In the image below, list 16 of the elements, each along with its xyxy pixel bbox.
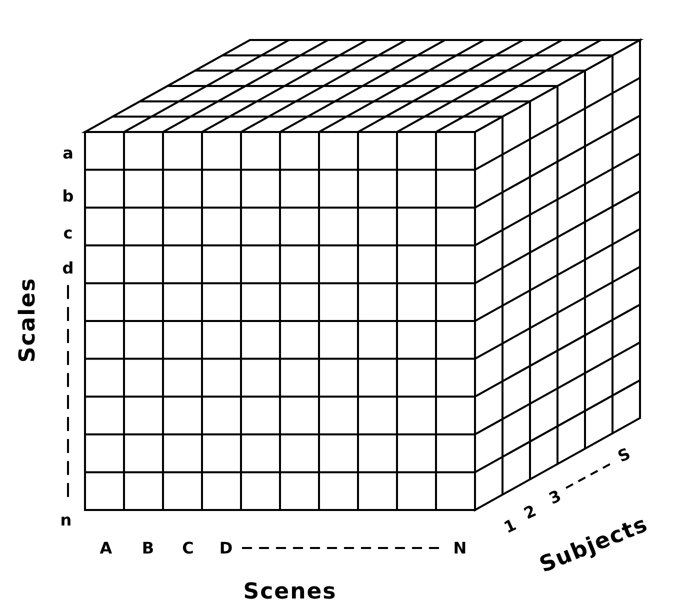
row-label: b (62, 186, 74, 206)
column-label: C (182, 538, 194, 558)
axis-title: Scales (16, 277, 40, 363)
axis-title: Scenes (243, 580, 337, 604)
depth-label: 2 (520, 501, 540, 523)
depth-label: S (614, 444, 634, 466)
row-label: a (62, 144, 74, 162)
column-label: N (453, 538, 467, 558)
column-label: D (219, 538, 233, 558)
column-label: B (142, 538, 154, 558)
row-label: n (60, 510, 72, 530)
row-label: d (62, 258, 74, 278)
row-label: c (63, 224, 73, 242)
column-label: A (100, 538, 112, 558)
depth-label: 3 (546, 486, 564, 508)
depth-label: 1 (500, 515, 520, 537)
